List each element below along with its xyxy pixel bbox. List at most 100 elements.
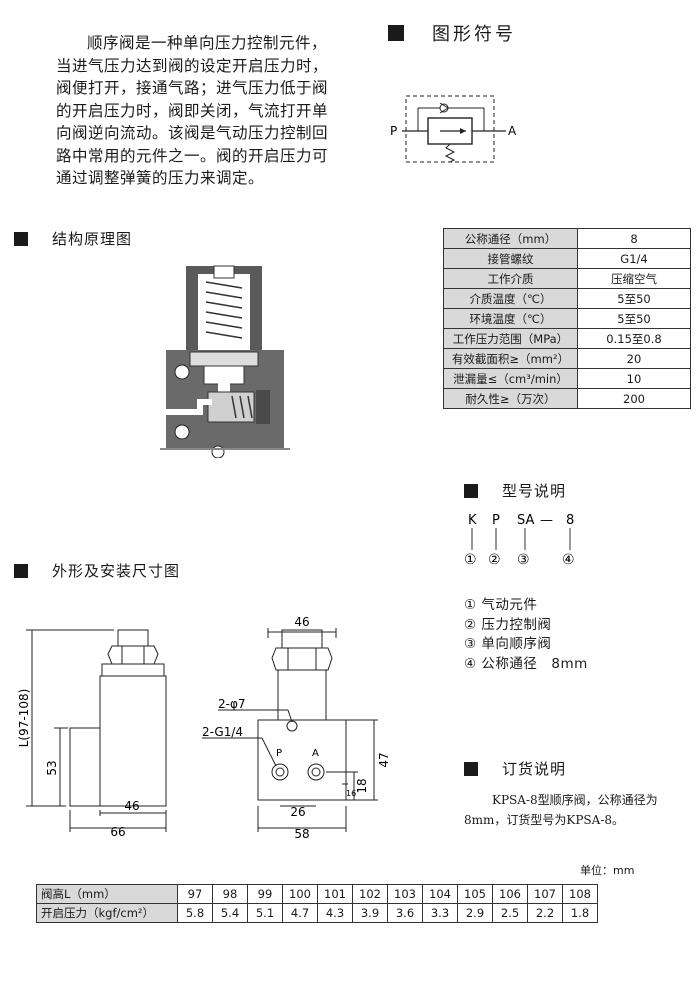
spec-label: 环境温度（℃） bbox=[443, 308, 578, 329]
model-part-k: K bbox=[468, 513, 477, 528]
dim-side-66: 66 bbox=[110, 825, 125, 839]
model-legend: ① 气动元件 ② 压力控制阀 ③ 单向顺序阀 ④ 公称通径 8mm bbox=[464, 596, 588, 674]
spec-label: 泄漏量≤（cm³/min） bbox=[443, 368, 578, 389]
structure-cross-section-drawing bbox=[160, 265, 290, 458]
dim-side-46: 46 bbox=[124, 799, 139, 813]
table-cell: 2.5 bbox=[492, 903, 528, 923]
spec-label: 有效截面积≥（mm²） bbox=[443, 348, 578, 369]
table-cell: 1.8 bbox=[562, 903, 598, 923]
table-cell: 102 bbox=[352, 884, 388, 904]
spec-value: 10 bbox=[577, 368, 691, 389]
intro-paragraph: 顺序阀是一种单向压力控制元件，当进气压力达到阀的设定开启压力时，阀便打开，接通气… bbox=[56, 34, 329, 187]
port-p-label: P bbox=[390, 124, 397, 138]
legend-item: ④ 公称通径 8mm bbox=[464, 655, 588, 672]
table-cell: 99 bbox=[247, 884, 283, 904]
table-cell: 104 bbox=[422, 884, 458, 904]
table-cell: 106 bbox=[492, 884, 528, 904]
table-row: 泄漏量≤（cm³/min）10 bbox=[443, 368, 691, 389]
model-part-8: 8 bbox=[566, 513, 574, 528]
table-cell: 100 bbox=[282, 884, 318, 904]
model-code-diagram: K P SA — 8 ① ② ③ ④ bbox=[464, 513, 575, 568]
model-marker-3: ③ bbox=[517, 552, 530, 568]
table-cell: 2.2 bbox=[527, 903, 563, 923]
spec-value: 200 bbox=[577, 388, 691, 409]
dim-front-26: 26 bbox=[290, 805, 305, 819]
table-row: 工作压力范围（MPa）0.15至0.8 bbox=[443, 328, 691, 349]
spec-value: 20 bbox=[577, 348, 691, 369]
table-cell: 4.3 bbox=[317, 903, 353, 923]
table-cell: 5.4 bbox=[212, 903, 248, 923]
model-part-dash: — bbox=[540, 513, 553, 528]
table-cell: 5.1 bbox=[247, 903, 283, 923]
spec-value: 8 bbox=[577, 228, 691, 249]
dim-side-height: L(97-108) bbox=[17, 689, 31, 748]
spec-label: 接管螺纹 bbox=[443, 248, 578, 269]
table-row: 介质温度（℃）5至50 bbox=[443, 288, 691, 309]
front-view-drawing: 46 2-φ7 2-G1/4 P A 47 18 16 26 58 bbox=[202, 615, 391, 841]
model-marker-4: ④ bbox=[562, 552, 575, 568]
spec-label: 介质温度（℃） bbox=[443, 288, 578, 309]
dim-front-port-a: A bbox=[312, 748, 319, 759]
section-marker-icon bbox=[464, 483, 478, 498]
row-label: 阀高L（mm） bbox=[36, 884, 178, 904]
legend-item: ① 气动元件 bbox=[464, 597, 538, 613]
section-marker-icon bbox=[14, 563, 28, 578]
spec-label: 公称通径（mm） bbox=[443, 228, 578, 249]
table-row: 耐久性≥（万次）200 bbox=[443, 388, 691, 409]
spec-label: 工作压力范围（MPa） bbox=[443, 328, 578, 349]
table-cell: 5.8 bbox=[177, 903, 213, 923]
section-order-title: 订货说明 bbox=[464, 758, 566, 779]
spec-value: G1/4 bbox=[577, 248, 691, 269]
spec-value: 0.15至0.8 bbox=[577, 328, 691, 349]
table-cell: 98 bbox=[212, 884, 248, 904]
table-row: 环境温度（℃）5至50 bbox=[443, 308, 691, 329]
legend-item: ② 压力控制阀 bbox=[464, 616, 552, 633]
model-part-p: P bbox=[492, 513, 500, 528]
table-cell: 3.3 bbox=[422, 903, 458, 923]
section-dimensions-title: 外形及安装尺寸图 bbox=[14, 560, 180, 581]
model-part-sa: SA bbox=[517, 513, 534, 528]
table-cell: 3.6 bbox=[387, 903, 423, 923]
dim-side-53: 53 bbox=[45, 760, 59, 775]
order-paragraph: KPSA-8型顺序阀，公称通径为8mm，订货型号为KPSA-8。 bbox=[464, 793, 658, 827]
dim-front-46: 46 bbox=[294, 615, 309, 629]
table-cell: 4.7 bbox=[282, 903, 318, 923]
section-model-title: 型号说明 bbox=[464, 480, 566, 501]
dim-front-18: 18 bbox=[355, 778, 369, 793]
legend-item: ③ 单向顺序阀 bbox=[464, 636, 552, 652]
table-row: 工作介质压缩空气 bbox=[443, 268, 691, 289]
spec-value: 5至50 bbox=[577, 308, 691, 329]
spec-value: 5至50 bbox=[577, 288, 691, 309]
dim-front-58: 58 bbox=[294, 827, 309, 841]
section-marker-icon bbox=[464, 761, 478, 776]
dim-front-port-p: P bbox=[276, 748, 282, 759]
unit-label: 单位：mm bbox=[580, 864, 635, 877]
table-cell: 2.9 bbox=[457, 903, 493, 923]
table-cell: 3.9 bbox=[352, 903, 388, 923]
section-symbol-title: 图形符号 bbox=[388, 20, 516, 46]
dim-front-hole: 2-φ7 bbox=[218, 697, 246, 711]
dim-front-16: 16 bbox=[346, 789, 356, 798]
port-a-label: A bbox=[508, 124, 517, 138]
table-cell: 101 bbox=[317, 884, 353, 904]
table-cell: 105 bbox=[457, 884, 493, 904]
section-marker-icon bbox=[388, 25, 404, 41]
model-marker-1: ① bbox=[464, 552, 477, 568]
graphic-symbol-diagram: P A bbox=[390, 95, 517, 163]
table-cell: 108 bbox=[562, 884, 598, 904]
spec-label: 工作介质 bbox=[443, 268, 578, 289]
row-label: 开启压力（kgf/cm²） bbox=[36, 903, 178, 923]
table-cell: 97 bbox=[177, 884, 213, 904]
section-marker-icon bbox=[14, 231, 28, 246]
side-view-drawing: L(97-108) 53 46 66 bbox=[17, 629, 167, 839]
section-structure-title: 结构原理图 bbox=[14, 228, 132, 249]
table-row: 公称通径（mm）8 bbox=[443, 228, 691, 249]
dim-front-47: 47 bbox=[377, 752, 391, 767]
spec-label: 耐久性≥（万次） bbox=[443, 388, 578, 409]
table-cell: 107 bbox=[527, 884, 563, 904]
